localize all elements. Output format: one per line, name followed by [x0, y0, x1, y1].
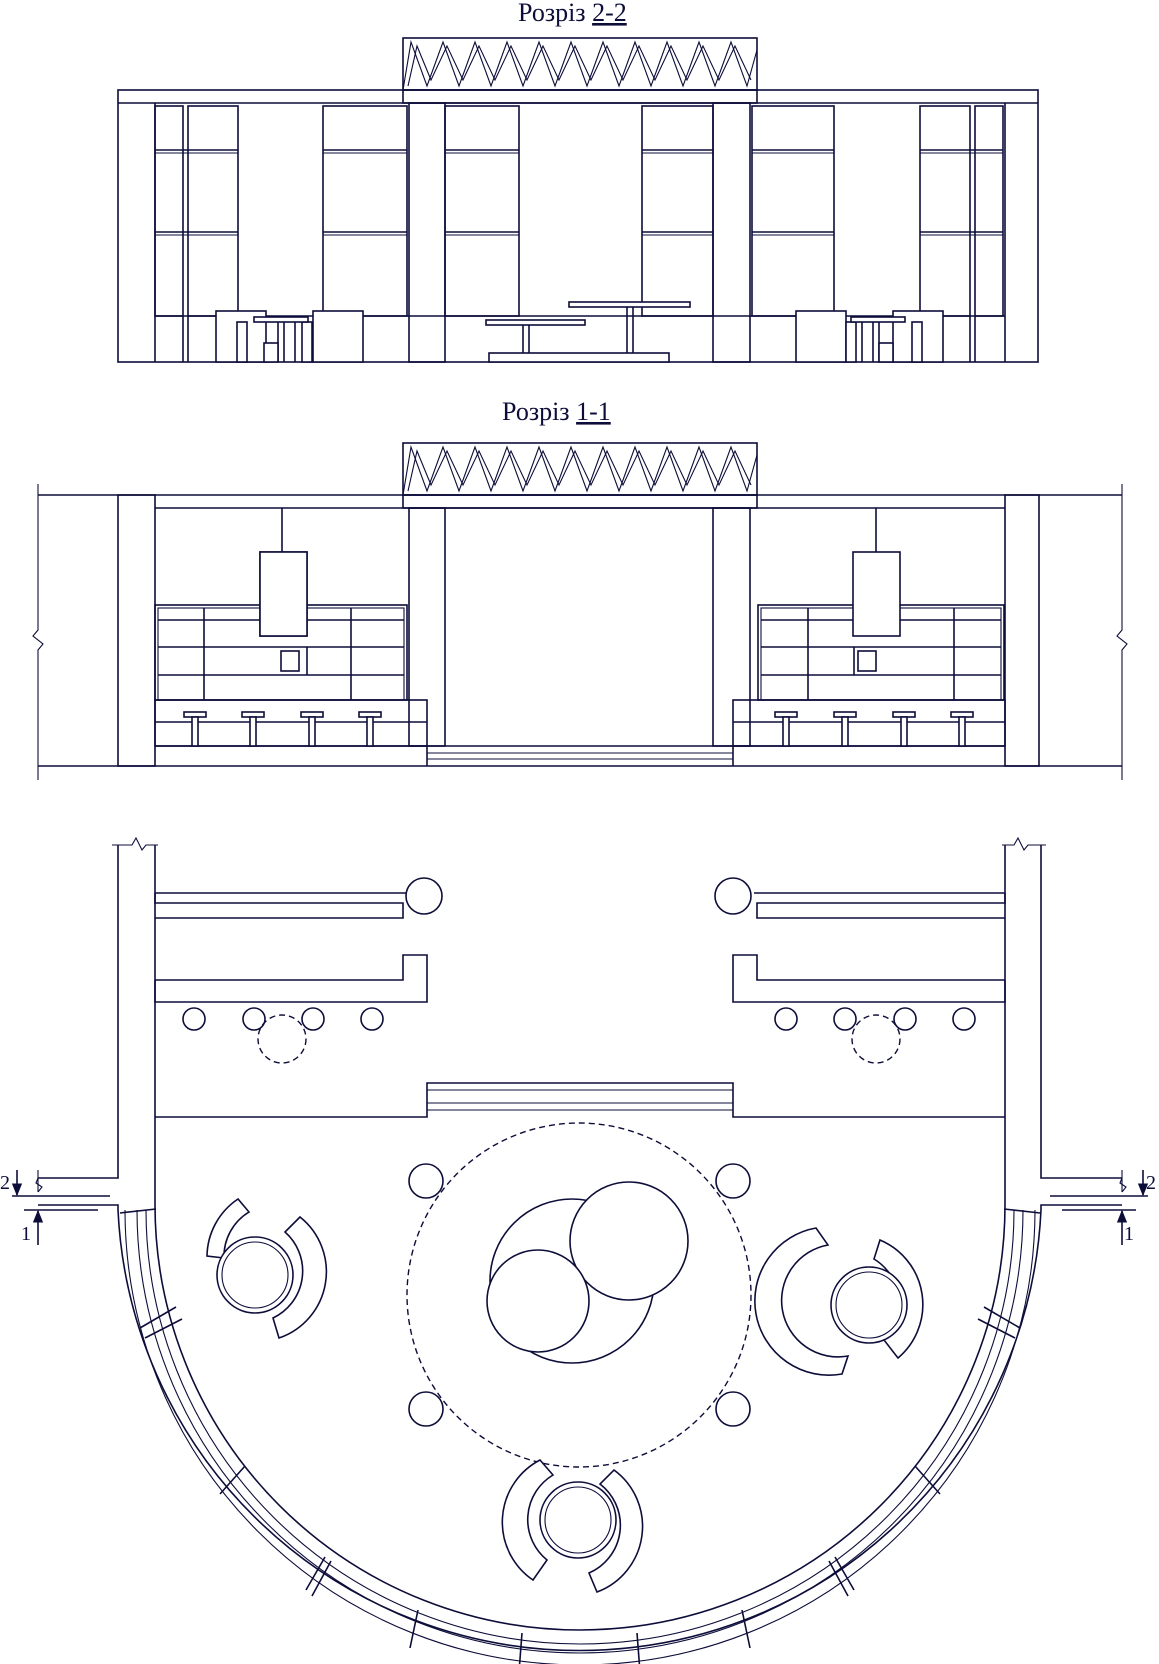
- roof-sign-1-1: [402, 442, 758, 509]
- table-left-plan: [206, 1197, 328, 1340]
- booth-right-2-2: [795, 310, 944, 363]
- cut-label-1-left: 1: [21, 1223, 31, 1245]
- cut-markers-right: 2 1: [1050, 1170, 1156, 1245]
- bar-right-1-1: [732, 508, 1006, 747]
- bar-counter-right-plan: [714, 877, 1006, 1064]
- curved-window-band: [119, 1208, 1041, 1664]
- windows-left-2-2: [154, 105, 520, 362]
- frame-1-1: [32, 484, 1128, 780]
- cut-markers-left: 2 1: [0, 1170, 110, 1245]
- plan-walls: [35, 836, 1127, 1652]
- stools-right-1-1: [774, 711, 974, 747]
- bar-left-1-1: [154, 508, 428, 747]
- table-bottom-plan: [501, 1458, 644, 1594]
- central-area-plan: [406, 1122, 752, 1468]
- cut-label-2-right: 2: [1146, 1172, 1156, 1194]
- section-2-2-title: Розріз 2-2: [518, 0, 627, 27]
- section-1-1-title: Розріз 1-1: [502, 397, 611, 426]
- cut-label-2-left: 2: [0, 1172, 10, 1194]
- stools-left-1-1: [183, 711, 382, 747]
- roof-sign-2-2: [402, 37, 758, 104]
- stage-steps-plan: [155, 1082, 1005, 1118]
- table-right-plan: [754, 1227, 924, 1376]
- floor-plan: 2 1 2 1: [0, 836, 1156, 1664]
- section-2-2: Розріз 2-2: [117, 0, 1039, 363]
- window-mullions: [119, 1208, 1041, 1664]
- windows-right-2-2: [641, 105, 1004, 362]
- booth-left-2-2: [215, 310, 364, 363]
- section-1-1: Розріз 1-1: [32, 397, 1128, 780]
- center-tables-2-2: [485, 301, 691, 363]
- cut-label-1-right: 1: [1124, 1223, 1134, 1245]
- bar-counter-left-plan: [154, 877, 443, 1064]
